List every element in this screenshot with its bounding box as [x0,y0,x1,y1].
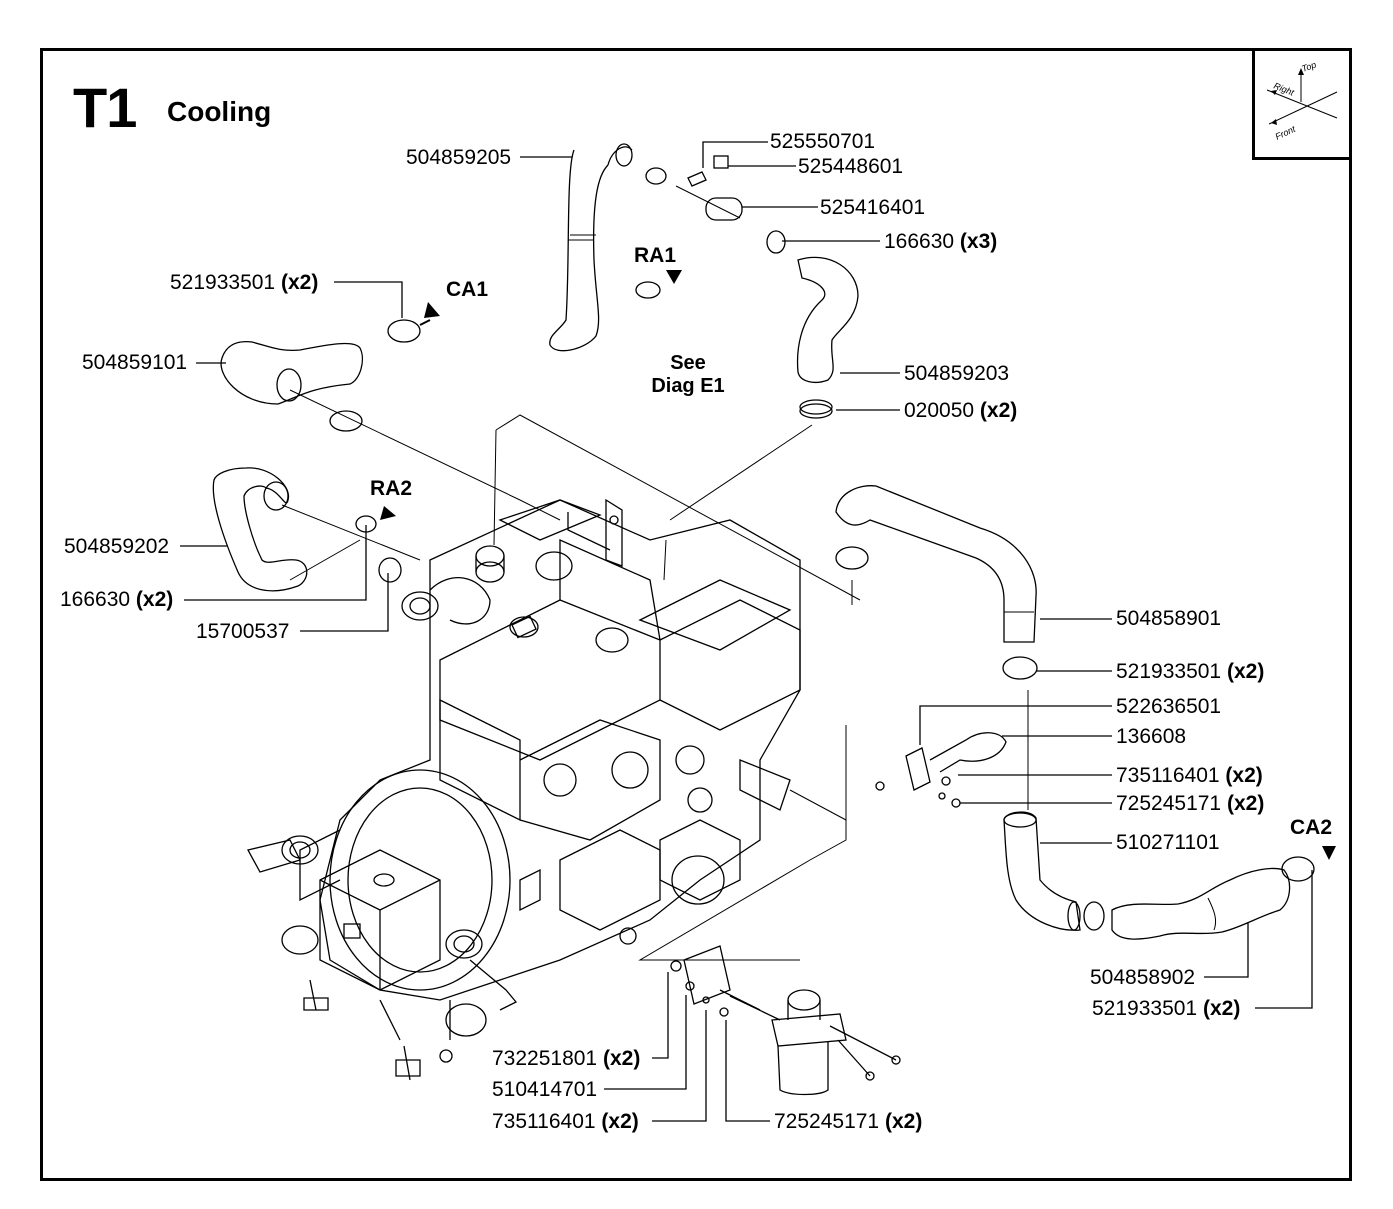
see-diagram-note: See Diag E1 [651,352,725,397]
leader-735116401-b [652,1010,707,1122]
leader-521933501-ca1 [334,281,403,318]
part-label: 15700537 [196,620,290,643]
leader-732251801 [652,972,669,1059]
part-label: 525416401 [820,196,926,219]
part-label: 510271101 [1116,831,1220,854]
part-label: 166630 (x2) [60,588,174,611]
ref-ca2: CA2 [1290,816,1333,839]
part-label: 522636501 [1116,695,1222,718]
part-label: 725245171 (x2) [774,1110,923,1133]
leader-15700537 [300,573,389,632]
part-label: 525550701 [770,130,876,153]
ref-ra1: RA1 [634,244,677,267]
section-code: T1 [73,76,137,139]
part-label: 136608 [1116,725,1187,748]
leader-522636501 [919,705,1112,745]
axis-top-label: Top [1300,59,1317,73]
diagram-frame [40,48,1352,1181]
part-label: 521933501 (x2) [1116,660,1265,683]
part-label: 020050 (x2) [904,399,1018,422]
leader-725245171-b [725,1020,770,1122]
orientation-indicator: Top Right Front [1252,50,1350,160]
part-label: 521933501 (x2) [170,271,319,294]
ref-ra2: RA2 [370,477,413,500]
part-label: 525448601 [798,155,904,178]
part-label: 510414701 [492,1078,598,1101]
part-label: 735116401 (x2) [492,1110,639,1133]
part-label: 725245171 (x2) [1116,792,1265,815]
part-label: 735116401 (x2) [1116,764,1263,787]
part-label: 521933501 (x2) [1092,997,1241,1020]
leader-510414701 [604,995,687,1090]
part-label: 504858901 [1116,607,1222,630]
part-label: 732251801 (x2) [492,1047,641,1070]
leader-521933501-ca2 [1255,870,1313,1009]
part-label: 504859101 [82,351,188,374]
leader-504858902 [1204,922,1249,978]
part-label: 504858902 [1090,966,1196,989]
part-label: 504859203 [904,362,1010,385]
part-label: 166630 (x3) [884,230,998,253]
part-label: 504859202 [64,535,170,558]
part-label: 504859205 [406,146,512,169]
leader-525550701 [702,141,768,168]
leader-166630-x2 [184,525,367,601]
section-title: Cooling [167,96,272,127]
ref-ca1: CA1 [446,278,489,301]
